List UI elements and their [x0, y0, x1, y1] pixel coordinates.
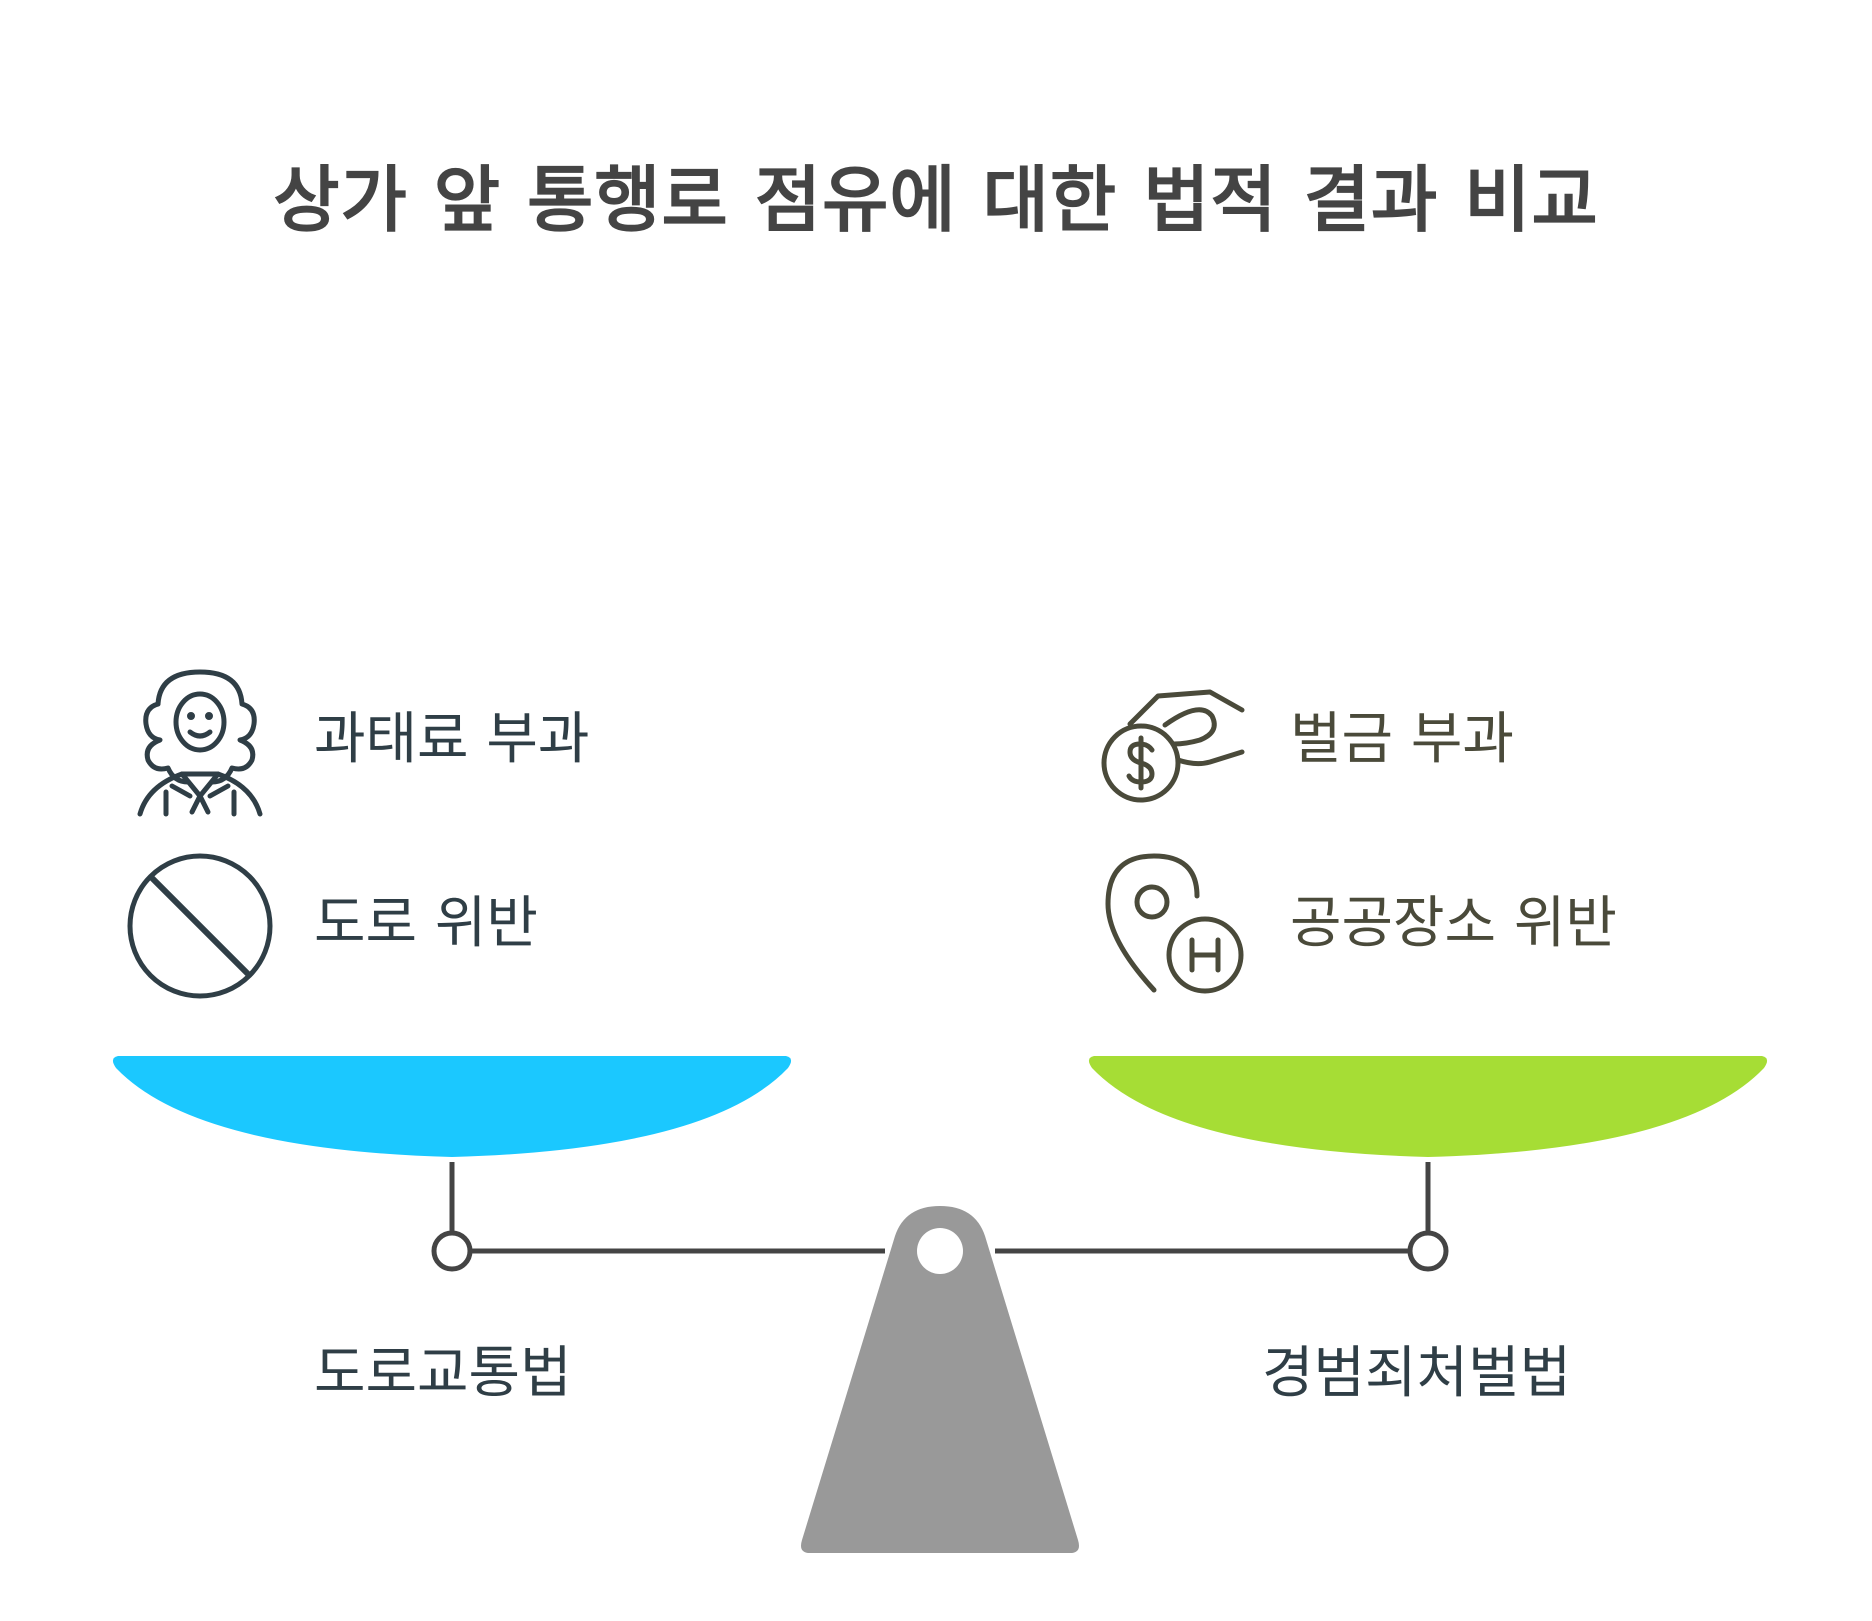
left-joint: [431, 1230, 473, 1272]
fulcrum-pivot: [917, 1228, 963, 1274]
judge-icon: [137, 669, 263, 817]
fulcrum: [801, 1206, 1079, 1553]
left-pan: [112, 1056, 792, 1157]
page-title: 상가 앞 통행로 점유에 대한 법적 결과 비교: [273, 158, 1599, 242]
left-law-label: 도로교통법: [314, 1341, 572, 1406]
right-law-label: 경범죄처벌법: [1262, 1341, 1572, 1406]
hand-money-icon: [1101, 689, 1245, 803]
prohibited-icon: [127, 853, 273, 999]
right-pan: [1088, 1056, 1768, 1157]
right-item-fine-label: 벌금 부과: [1290, 707, 1514, 772]
left-item-fine-label: 과태료 부과: [314, 707, 590, 772]
location-pin-icon: [1105, 853, 1244, 994]
left-item-road-violation-label: 도로 위반: [314, 891, 538, 956]
right-joint: [1407, 1230, 1449, 1272]
right-item-public-violation-label: 공공장소 위반: [1290, 891, 1617, 956]
